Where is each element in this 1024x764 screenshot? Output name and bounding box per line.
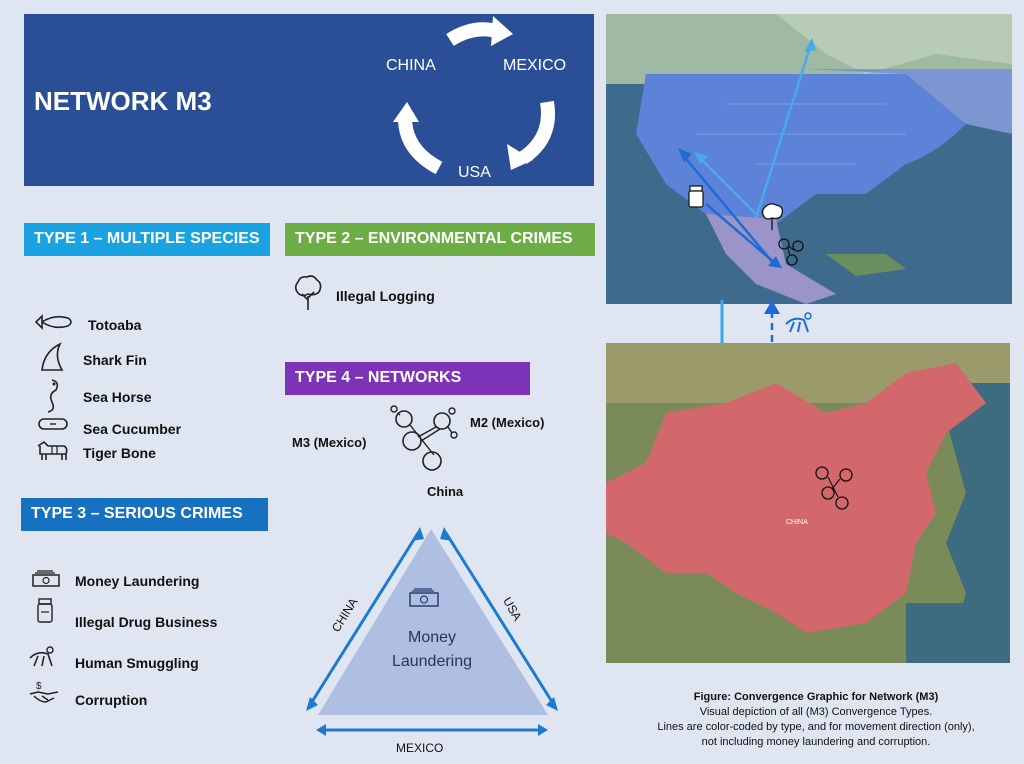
type3-header: TYPE 3 – SERIOUS CRIMES (21, 498, 268, 531)
china-map-art: CHINA (606, 343, 1010, 663)
triangle-side-right (444, 532, 556, 706)
cycle-label-usa: USA (458, 164, 491, 181)
page-title: NETWORK M3 (34, 86, 212, 116)
triangle-label-mexico: MEXICO (396, 741, 444, 755)
triangle-center-label: Money Laundering (372, 626, 492, 674)
drug-bottle-icon (688, 185, 704, 208)
cycle-label-mexico: MEXICO (503, 57, 567, 74)
triangle-center-line2: Laundering (391, 653, 473, 670)
type1-item-sea-horse: Sea Horse (83, 389, 152, 405)
arrow-head-2 (507, 144, 533, 170)
caption-line4: not including money laundering and corru… (701, 736, 931, 748)
triangle-side-left (308, 532, 420, 706)
map-tree-icon (761, 203, 784, 230)
type3-item-corruption: Corruption (75, 692, 148, 708)
type2-header: TYPE 2 – ENVIRONMENTAL CRIMES (285, 223, 595, 256)
figure-caption: Figure: Convergence Graphic for Network … (616, 690, 1016, 750)
arrow-mexico-usa (518, 100, 555, 164)
caption-line2: Visual depiction of all (M3) Convergence… (699, 706, 933, 718)
type3-item-money-laundering: Money Laundering (75, 573, 200, 589)
network-label-m3: M3 (Mexico) (292, 435, 367, 450)
china-territory (606, 363, 986, 633)
caption-line3: Lines are color-coded by type, and for m… (657, 721, 975, 733)
route-line-logging (754, 43, 813, 219)
network-icon (390, 405, 458, 471)
china-map-label: CHINA (786, 519, 808, 526)
person-crawling-icon (29, 646, 54, 667)
smuggling-person-icon (785, 312, 812, 333)
north-america-map-art (606, 14, 1012, 304)
handshake-icon: $ (29, 681, 59, 703)
pill-bottle-icon (37, 598, 53, 623)
triangle-fill (318, 529, 548, 715)
type1-item-totoaba: Totoaba (88, 317, 142, 333)
cycle-arrows (393, 16, 555, 175)
title-banner (24, 14, 594, 186)
type4-header: TYPE 4 – NETWORKS (285, 362, 530, 395)
sea-cucumber-icon (38, 418, 68, 430)
cash-icon (409, 588, 439, 607)
china-network-icon (815, 466, 853, 510)
map-network-icon (778, 238, 804, 266)
type3-item-illegal-drug-business: Illegal Drug Business (75, 614, 218, 630)
type1-item-tiger-bone: Tiger Bone (83, 445, 156, 461)
tree-icon (294, 275, 322, 310)
china-map: CHINA (606, 343, 1010, 663)
money-laundering-triangle (306, 527, 558, 736)
tiger-icon (37, 440, 68, 460)
caption-title: Figure: Convergence Graphic for Network … (693, 691, 939, 703)
svg-text:$: $ (36, 681, 42, 692)
network-label-china: China (427, 484, 464, 499)
type3-item-human-smuggling: Human Smuggling (75, 655, 199, 671)
cash-icon (32, 570, 60, 587)
arrow-head-1 (491, 16, 513, 46)
shark-fin-icon (41, 342, 64, 371)
type2-item-illegal-logging: Illegal Logging (336, 288, 435, 304)
arrow-head-3 (393, 102, 419, 122)
triangle-center-line1: Money (407, 629, 457, 646)
fish-icon (34, 314, 72, 330)
type1-item-shark-fin: Shark Fin (83, 352, 147, 368)
north-america-map (606, 14, 1012, 304)
arrow-usa-china (398, 117, 443, 175)
cycle-label-china: CHINA (386, 57, 436, 74)
network-label-m2: M2 (Mexico) (470, 415, 545, 430)
type1-item-sea-cucumber: Sea Cucumber (83, 421, 182, 437)
seahorse-icon (47, 379, 59, 413)
type1-header: TYPE 1 – MULTIPLE SPECIES (24, 223, 270, 256)
